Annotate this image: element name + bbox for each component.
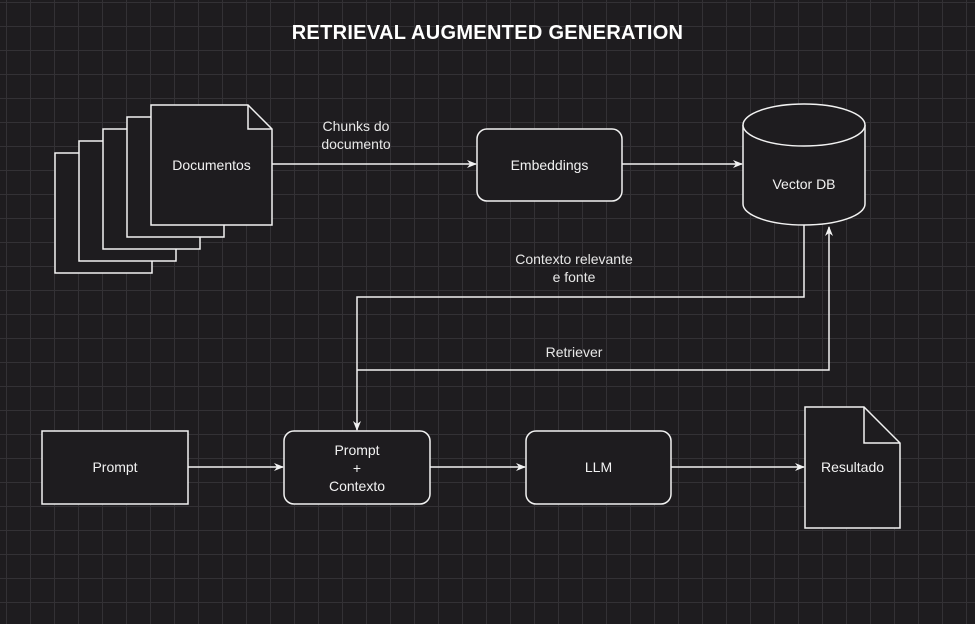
resultado-document bbox=[804, 406, 901, 529]
prompt-contexto-line-1: Prompt bbox=[334, 442, 380, 458]
llm-label: LLM bbox=[584, 459, 613, 475]
prompt-contexto-label: Prompt + Contexto bbox=[284, 441, 430, 495]
contexto-line-1: Contexto relevante bbox=[515, 251, 633, 267]
documents-stack bbox=[54, 104, 273, 274]
resultado-label: Resultado bbox=[820, 459, 885, 475]
prompt-label: Prompt bbox=[92, 459, 138, 475]
chunks-edge-label: Chunks do documento bbox=[290, 117, 422, 153]
embeddings-label: Embeddings bbox=[510, 157, 589, 173]
prompt-box bbox=[41, 430, 189, 505]
prompt-contexto-line-3: Contexto bbox=[328, 478, 386, 494]
contexto-edge-label: Contexto relevante e fonte bbox=[494, 250, 654, 286]
retriever-edge-label: Retriever bbox=[545, 344, 603, 360]
edge-vectordb-to-prompt-contexto bbox=[353, 225, 805, 431]
prompt-contexto-line-2: + bbox=[352, 460, 362, 476]
edge-retriever-to-vectordb bbox=[357, 226, 833, 371]
embeddings-box bbox=[476, 128, 623, 202]
document-page-1-fold bbox=[247, 105, 272, 130]
chunks-line-1: Chunks do bbox=[322, 118, 390, 134]
chunks-line-2: documento bbox=[321, 136, 391, 152]
vector-db-label: Vector DB bbox=[772, 176, 836, 192]
contexto-line-2: e fonte bbox=[552, 269, 596, 285]
documentos-label: Documentos bbox=[172, 157, 251, 173]
diagram-title: RETRIEVAL AUGMENTED GENERATION bbox=[291, 22, 684, 44]
vector-db-cylinder bbox=[742, 103, 866, 226]
document-page-1 bbox=[150, 104, 273, 226]
